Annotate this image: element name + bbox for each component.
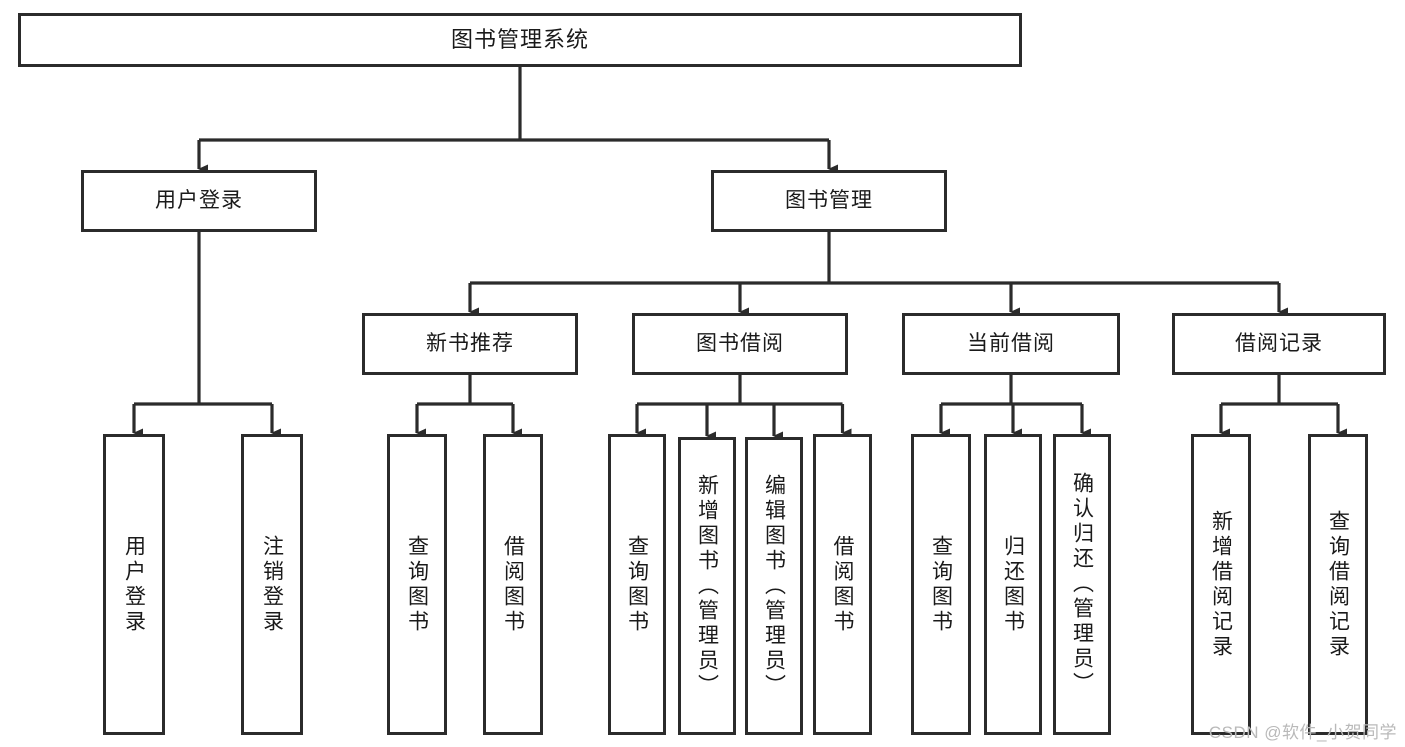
leaf-edit-book[interactable]: 编辑图书（管理员） — [745, 437, 803, 735]
node-current-borrow[interactable]: 当前借阅 — [902, 313, 1120, 375]
edges — [132, 67, 1347, 441]
node-label: 查询图书 — [405, 534, 429, 635]
leaf-user-login[interactable]: 用户登录 — [103, 434, 165, 735]
node-user-login[interactable]: 用户登录 — [81, 170, 317, 232]
node-label: 归还图书 — [1001, 534, 1025, 635]
leaf-logout[interactable]: 注销登录 — [241, 434, 303, 735]
node-label: 图书借阅 — [696, 331, 784, 355]
node-label: 借阅图书 — [831, 534, 855, 635]
node-label: 新增借阅记录 — [1209, 509, 1233, 660]
leaf-query-book-current[interactable]: 查询图书 — [911, 434, 971, 735]
node-label: 当前借阅 — [967, 331, 1055, 355]
node-label: 用户登录 — [155, 188, 243, 212]
leaf-query-borrow-record[interactable]: 查询借阅记录 — [1308, 434, 1368, 735]
node-label: 新书推荐 — [426, 331, 514, 355]
node-label: 图书管理系统 — [450, 27, 589, 53]
node-root[interactable]: 图书管理系统 — [18, 13, 1022, 67]
leaf-return-book[interactable]: 归还图书 — [984, 434, 1042, 735]
node-label: 新增图书（管理员） — [695, 473, 719, 699]
node-label: 查询图书 — [625, 534, 649, 635]
node-borrow-record[interactable]: 借阅记录 — [1172, 313, 1386, 375]
leaf-query-book-recommend[interactable]: 查询图书 — [387, 434, 447, 735]
leaf-add-book[interactable]: 新增图书（管理员） — [678, 437, 736, 735]
node-new-book-recommend[interactable]: 新书推荐 — [362, 313, 578, 375]
node-label: 注销登录 — [260, 534, 284, 635]
leaf-borrow-book-recommend[interactable]: 借阅图书 — [483, 434, 543, 735]
node-book-manage[interactable]: 图书管理 — [711, 170, 947, 232]
watermark: CSDN @软件_小贺同学 — [1208, 723, 1397, 742]
leaf-borrow-book[interactable]: 借阅图书 — [813, 434, 872, 735]
leaf-add-borrow-record[interactable]: 新增借阅记录 — [1191, 434, 1251, 735]
node-label: 编辑图书（管理员） — [762, 473, 786, 699]
node-label: 图书管理 — [785, 188, 873, 212]
node-label: 查询图书 — [929, 534, 953, 635]
node-label: 确认归还（管理员） — [1070, 472, 1094, 697]
node-label: 借阅记录 — [1235, 331, 1323, 355]
node-label: 用户登录 — [122, 534, 146, 635]
node-label: 查询借阅记录 — [1326, 509, 1350, 660]
leaf-query-book-borrow[interactable]: 查询图书 — [608, 434, 666, 735]
node-book-borrow[interactable]: 图书借阅 — [632, 313, 848, 375]
leaf-confirm-return[interactable]: 确认归还（管理员） — [1053, 434, 1111, 735]
node-label: 借阅图书 — [501, 534, 525, 635]
